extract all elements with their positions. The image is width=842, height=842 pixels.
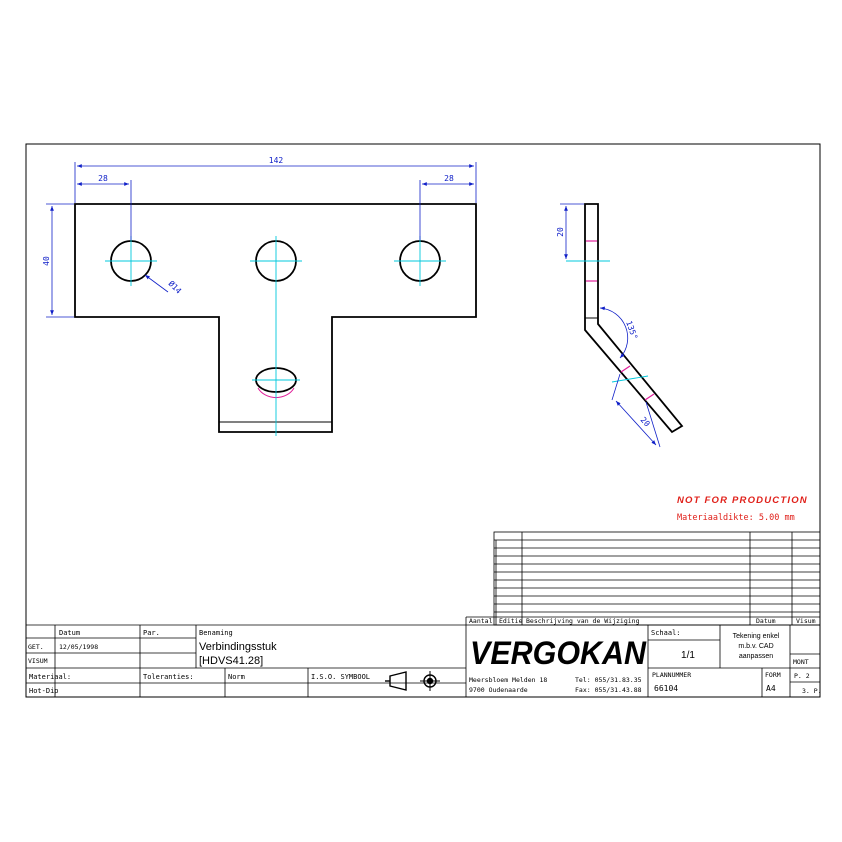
iso-projection-symbol [385,671,440,691]
tb-page-2: P. 2 [794,672,810,680]
dim-overall-width: 142 [269,156,284,165]
not-for-production-note: NOT FOR PRODUCTION [677,495,808,506]
side-bend-marks [586,240,655,401]
tb-iso-symbool: I.S.O. SYMBOOL [311,673,370,681]
dim-left-offset: 28 [98,174,108,183]
tb-plannummer-value: 66104 [654,684,678,693]
rev-header-editie: Editie [499,617,523,625]
tb-cad-note-2: m.b.v. CAD [738,643,773,650]
title-block-grid [26,624,820,697]
tb-cad-note-1: Tekening enkel [733,633,780,640]
tb-benaming-label: Benaming [199,629,233,637]
rev-header-visum: Visum [796,617,816,625]
centerlines [105,236,446,436]
revision-table [465,531,821,697]
side-dim-leg: 20 [639,415,652,428]
side-dimensions [560,203,661,448]
side-centerlines [566,260,649,383]
dim-hole-diameter: Ø14 [167,278,184,295]
front-dimensions [46,162,477,318]
tb-toleranties-label: Toleranties: [143,673,194,681]
tb-schaal-label: Schaal: [651,629,681,637]
tb-cad-note-3: aanpassen [739,653,773,660]
tb-plannummer-label: PLANNUMMER [652,671,691,679]
part-outline [74,203,477,433]
company-address-line2: 9700 Oudenaarde [469,686,528,694]
side-profile [584,203,684,434]
tb-datum-label: Datum [59,629,80,637]
rev-header-aantal: Aantal [469,617,493,625]
company-address-line1: Meersbloem Melden 18 [469,676,547,684]
tb-get-date: 12/05/1998 [59,643,98,651]
tb-page-3: 3. P. [802,687,822,695]
company-logo: VERGOKAN [470,635,647,671]
tb-title-line2: [HDVS41.28] [199,655,263,667]
tb-materiaal-label: Materiaal: [29,673,71,681]
side-view: 20 135° 20 [556,203,684,448]
drawing-frame [25,143,821,698]
tb-visum-label: VISUM [28,657,48,665]
tb-norm-label: Norm [228,673,245,681]
side-dim-top: 20 [556,227,565,237]
material-thickness-note: Materiaaldikte: 5.00 mm [677,513,795,523]
front-view: 142 28 28 40 Ø14 [42,156,477,436]
tb-form-value: A4 [766,684,776,693]
tb-schaal-value: 1/1 [681,650,695,661]
tb-mont-label: MONT [793,658,809,666]
tb-finish: Hot-Dip [29,687,59,695]
rev-header-beschrijving: Beschrijving van de Wijziging [526,617,640,625]
company-tel: Tel: 055/31.83.35 [575,676,642,684]
tb-title-line1: Verbindingsstuk [199,641,277,653]
rev-header-datum: Datum [756,617,776,625]
tb-form-label: FORM [765,671,781,679]
tb-par-label: Par. [143,629,160,637]
dim-right-offset: 28 [444,174,454,183]
tb-get-label: GET. [28,643,44,651]
dim-height: 40 [42,256,51,266]
company-fax: Fax: 055/31.43.88 [575,686,642,694]
